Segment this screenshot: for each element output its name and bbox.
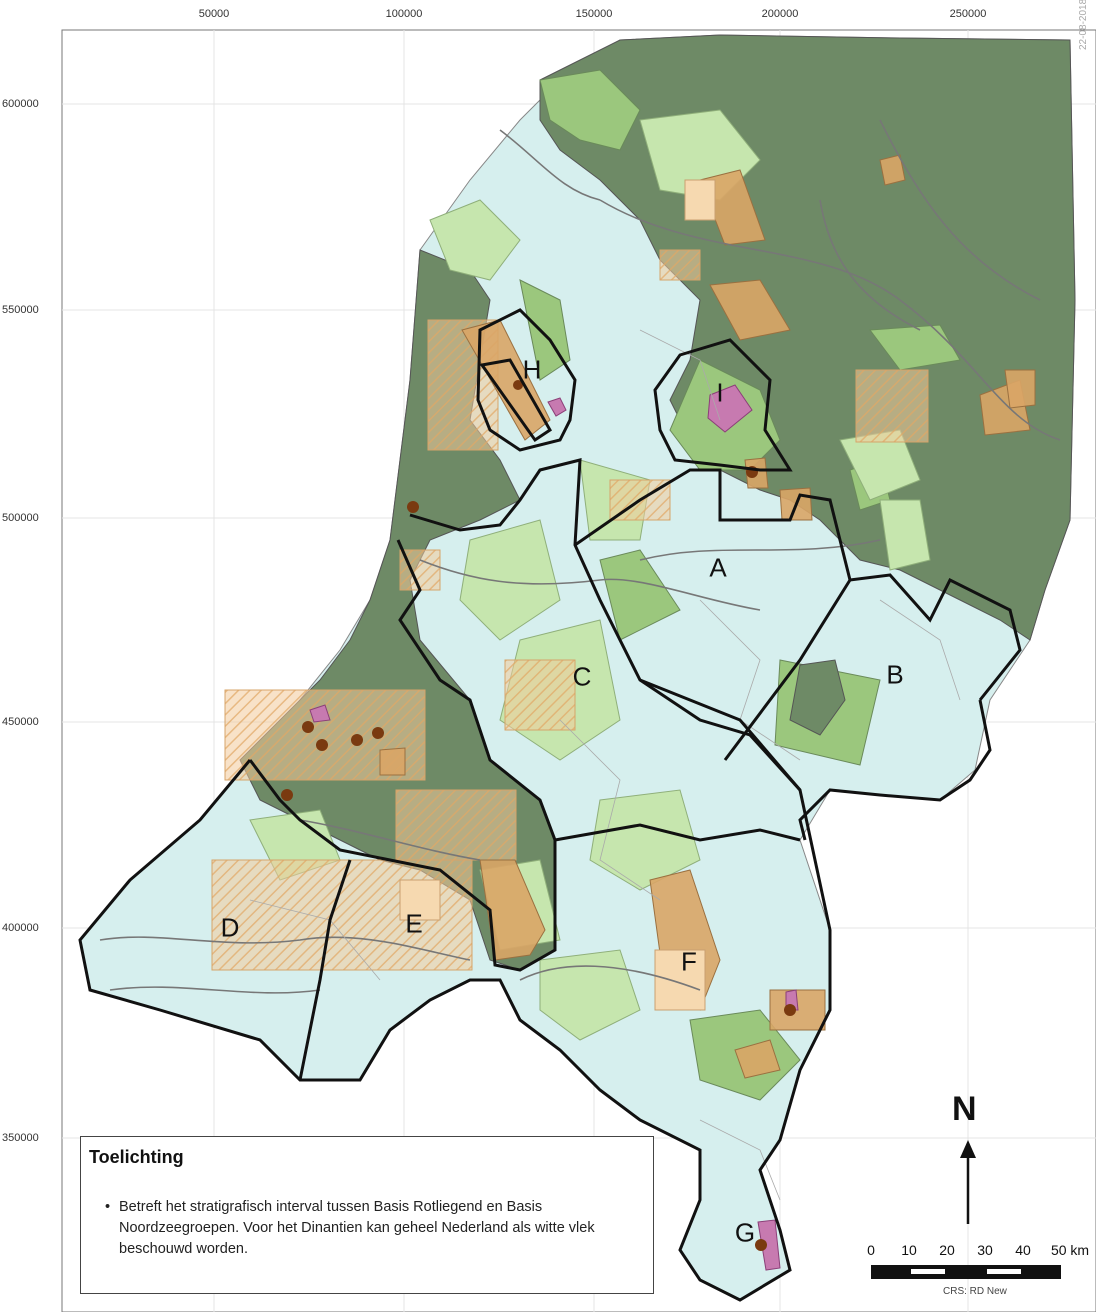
region-label-c: C [572, 661, 592, 692]
well-dots [281, 380, 796, 1251]
legend-box: Toelichting • Betreft het stratigrafisch… [80, 1136, 654, 1294]
region-label-a: A [709, 552, 727, 583]
y-tick: 450000 [2, 716, 39, 728]
y-tick: 400000 [2, 922, 39, 934]
scale-label: 20 [939, 1242, 955, 1258]
scale-label: 10 [901, 1242, 917, 1258]
north-label: N [952, 1090, 977, 1128]
date-stamp: 22-08-2018 [1078, 0, 1089, 50]
x-tick: 200000 [761, 8, 799, 20]
scale-label: 30 [977, 1242, 993, 1258]
north-arrow-icon [960, 1140, 976, 1224]
scale-label: 40 [1015, 1242, 1031, 1258]
bullet-icon: • [105, 1199, 111, 1215]
region-label-g: G [734, 1217, 756, 1248]
region-label-f: F [681, 946, 697, 977]
y-tick: 600000 [2, 98, 39, 110]
legend-note: • Betreft het stratigrafisch interval tu… [105, 1197, 639, 1260]
region-label-d: D [220, 912, 240, 943]
region-label-b: B [886, 659, 904, 690]
scale-label: 50 km [1050, 1242, 1090, 1258]
scale-label: 0 [867, 1242, 875, 1258]
x-tick: 100000 [385, 8, 423, 20]
hatched-zones [211, 249, 929, 971]
y-tick: 500000 [2, 512, 39, 524]
scale-bar [871, 1265, 1061, 1279]
purple-sites [309, 384, 799, 1271]
y-tick: 550000 [2, 304, 39, 316]
crs-label: CRS: RD New [943, 1286, 1007, 1297]
region-label-h: H [522, 354, 542, 385]
region-label-i: I [716, 377, 724, 408]
pale-orange-zones [399, 179, 716, 1011]
x-tick: 50000 [198, 8, 230, 20]
x-tick: 150000 [575, 8, 613, 20]
x-tick: 250000 [949, 8, 987, 20]
light-green-areas [249, 109, 931, 1041]
region-boundaries [78, 308, 1022, 1302]
region-label-e: E [405, 908, 423, 939]
rivers-and-coast-lines [99, 119, 1061, 994]
legend-note-text: Betreft het stratigrafisch interval tuss… [119, 1199, 595, 1257]
y-tick: 350000 [2, 1132, 39, 1144]
legend-title: Toelichting [89, 1147, 184, 1167]
dark-hexagon-b [789, 659, 846, 736]
